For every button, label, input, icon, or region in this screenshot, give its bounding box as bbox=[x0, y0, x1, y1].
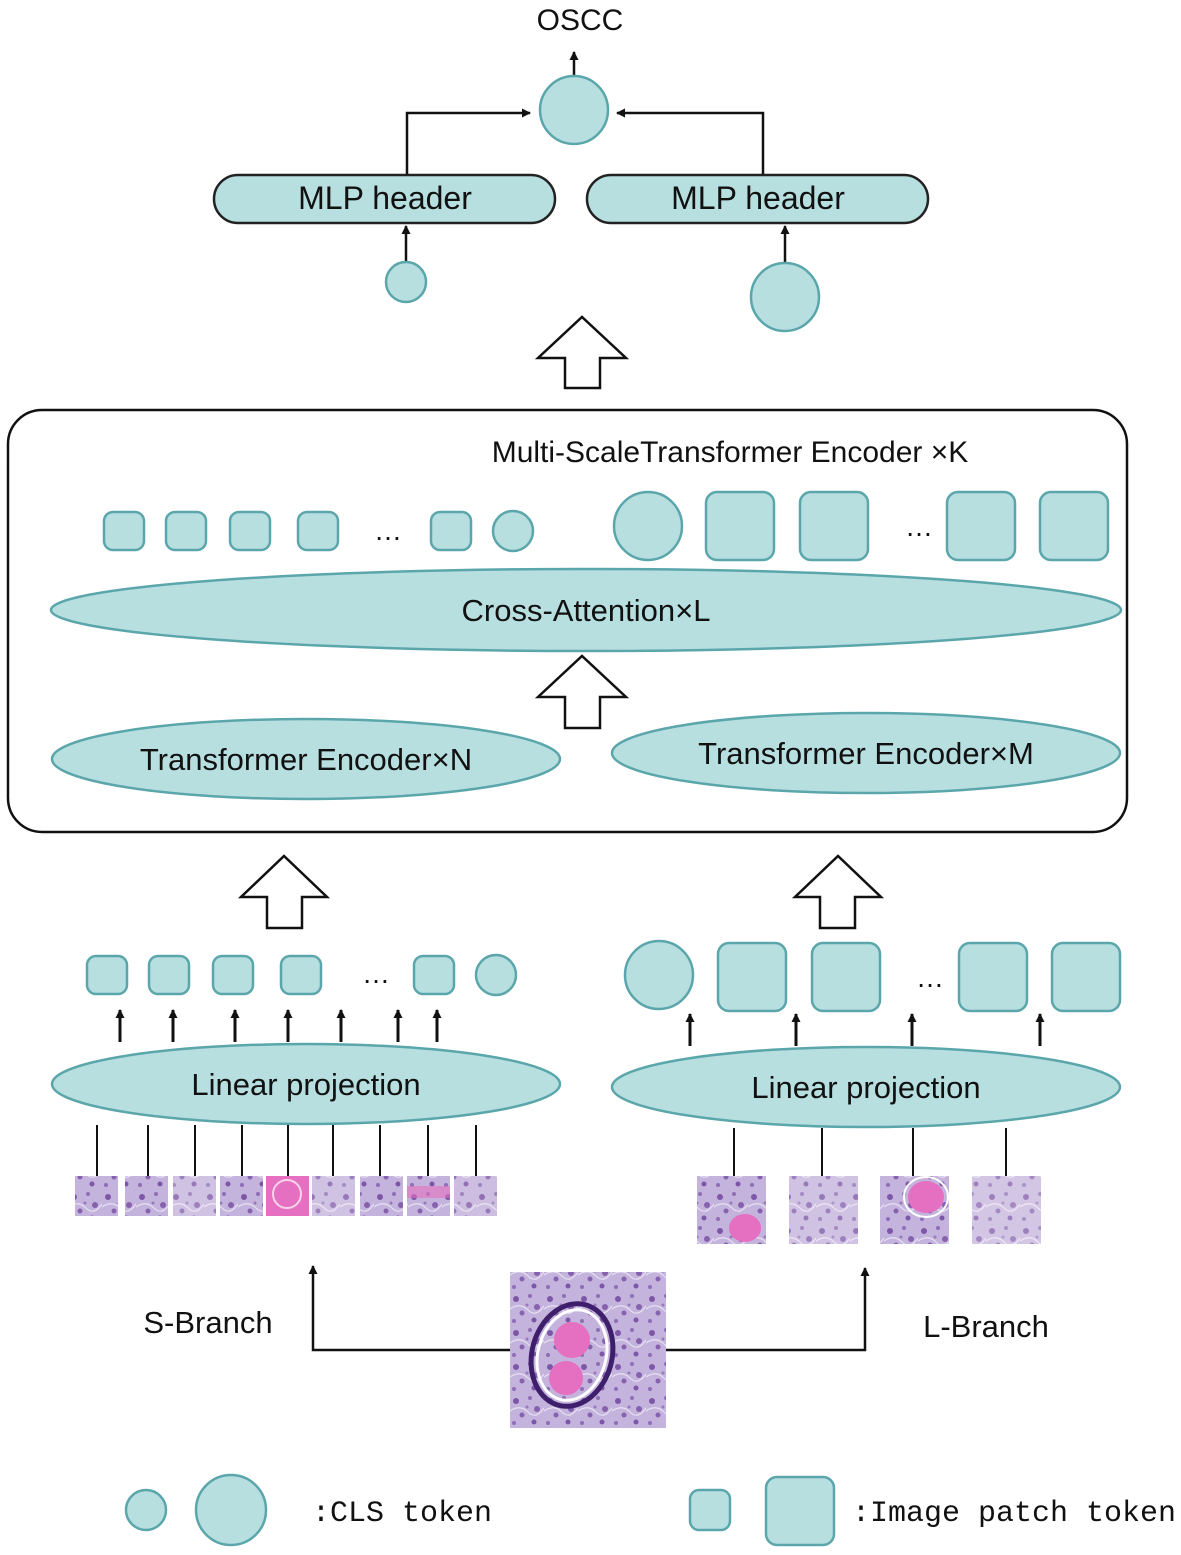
legend-small-cls-token bbox=[124, 1488, 168, 1532]
transformer-encoder-s-label: Transformer Encoder×N bbox=[140, 742, 472, 777]
tissue-patch-large bbox=[972, 1176, 1041, 1244]
image-patch-token bbox=[1038, 490, 1110, 562]
encoder-title: Multi-ScaleTransformer Encoder ×K bbox=[492, 436, 969, 469]
image-patch-token bbox=[945, 490, 1017, 562]
cls-token bbox=[623, 939, 695, 1011]
s-branch-ellipsis: … bbox=[362, 958, 390, 989]
mlp-header-right-label: MLP header bbox=[671, 180, 845, 216]
l-branch-tokens: … bbox=[623, 939, 1122, 1013]
hollow-arrow-l-branch-to-encoder bbox=[791, 854, 885, 930]
hollow-arrow-to-cross-attention bbox=[534, 654, 630, 730]
image-patch-token bbox=[279, 954, 323, 996]
s-linear-projection-label: Linear projection bbox=[191, 1067, 420, 1102]
legend-large-cls-token bbox=[194, 1473, 268, 1547]
encoder-ellipsis-left: … bbox=[374, 515, 402, 546]
tissue-patch-small bbox=[360, 1176, 403, 1216]
legend-cls-label: :CLS token bbox=[312, 1497, 492, 1531]
l-branch-arrows bbox=[685, 1013, 1045, 1046]
image-patch-token bbox=[810, 941, 882, 1013]
tissue-patch-small bbox=[173, 1176, 216, 1216]
branch-split bbox=[308, 1265, 870, 1352]
mlp-header-left: MLP header bbox=[212, 173, 557, 225]
tissue-patch-small bbox=[312, 1176, 355, 1216]
l-branch-label: L-Branch bbox=[923, 1309, 1049, 1344]
image-patch-token bbox=[147, 954, 191, 996]
cls-token bbox=[612, 490, 684, 562]
legend-patch-label: :Image patch token bbox=[852, 1497, 1176, 1531]
image-patch-token bbox=[429, 510, 473, 552]
image-patch-token bbox=[957, 941, 1029, 1013]
l-linear-projection-label: Linear projection bbox=[751, 1070, 980, 1105]
multi-scale-encoder-box: Multi-ScaleTransformer Encoder ×K … … Cr… bbox=[6, 408, 1129, 834]
image-patch-token bbox=[296, 510, 340, 552]
cls-token bbox=[491, 509, 535, 553]
image-patch-token bbox=[716, 941, 788, 1013]
image-patch-token bbox=[704, 490, 776, 562]
hollow-arrow-s-branch-to-encoder bbox=[237, 854, 331, 930]
encoder-ellipsis-right: … bbox=[905, 511, 933, 542]
l-branch-ellipsis: … bbox=[916, 962, 944, 993]
image-patch-token bbox=[85, 954, 129, 996]
legend: :CLS token :Image patch token bbox=[124, 1473, 1176, 1547]
image-patch-token bbox=[1050, 941, 1122, 1013]
output-section: OSCC MLP header MLP header bbox=[212, 4, 930, 333]
cross-attention-label: Cross-Attention×L bbox=[462, 593, 711, 628]
image-patch-token bbox=[211, 954, 255, 996]
source-tissue-image bbox=[510, 1272, 666, 1428]
mlp-header-left-label: MLP header bbox=[298, 180, 472, 216]
l-linear-projection: Linear projection bbox=[610, 1045, 1122, 1129]
l-branch-patches bbox=[733, 1128, 1007, 1176]
image-patch-token bbox=[412, 954, 456, 996]
s-branch-tokens: … bbox=[85, 953, 518, 997]
transformer-encoder-s: Transformer Encoder×N bbox=[50, 717, 562, 801]
s-branch-label: S-Branch bbox=[143, 1305, 272, 1340]
cls-token bbox=[474, 953, 518, 997]
legend-small-patch-token bbox=[688, 1488, 732, 1532]
mlp-header-right: MLP header bbox=[585, 173, 930, 225]
s-branch-arrows bbox=[115, 1009, 442, 1042]
tissue-patch-small bbox=[75, 1176, 118, 1216]
tissue-patch-small bbox=[125, 1176, 168, 1216]
l-branch-patch-images bbox=[697, 1176, 1041, 1244]
large-cls-token bbox=[749, 261, 821, 333]
image-patch-token bbox=[228, 510, 272, 552]
output-label: OSCC bbox=[537, 4, 624, 37]
tissue-patch-small bbox=[454, 1176, 497, 1216]
tissue-patch-large bbox=[789, 1176, 858, 1244]
cross-attention-block: Cross-Attention×L bbox=[49, 567, 1123, 653]
transformer-encoder-l: Transformer Encoder×M bbox=[610, 711, 1122, 795]
legend-large-patch-token bbox=[764, 1475, 836, 1547]
output-cls-token bbox=[538, 74, 610, 146]
s-linear-projection: Linear projection bbox=[50, 1042, 562, 1126]
tissue-patch-small bbox=[220, 1176, 263, 1216]
small-cls-token bbox=[384, 260, 428, 304]
image-patch-token bbox=[164, 510, 208, 552]
image-patch-token bbox=[102, 510, 146, 552]
transformer-encoder-l-label: Transformer Encoder×M bbox=[698, 736, 1034, 771]
s-branch-patch-images bbox=[75, 1176, 497, 1216]
hollow-arrow-encoder-to-heads bbox=[534, 315, 630, 390]
image-patch-token bbox=[798, 490, 870, 562]
s-branch-patches bbox=[96, 1125, 477, 1176]
